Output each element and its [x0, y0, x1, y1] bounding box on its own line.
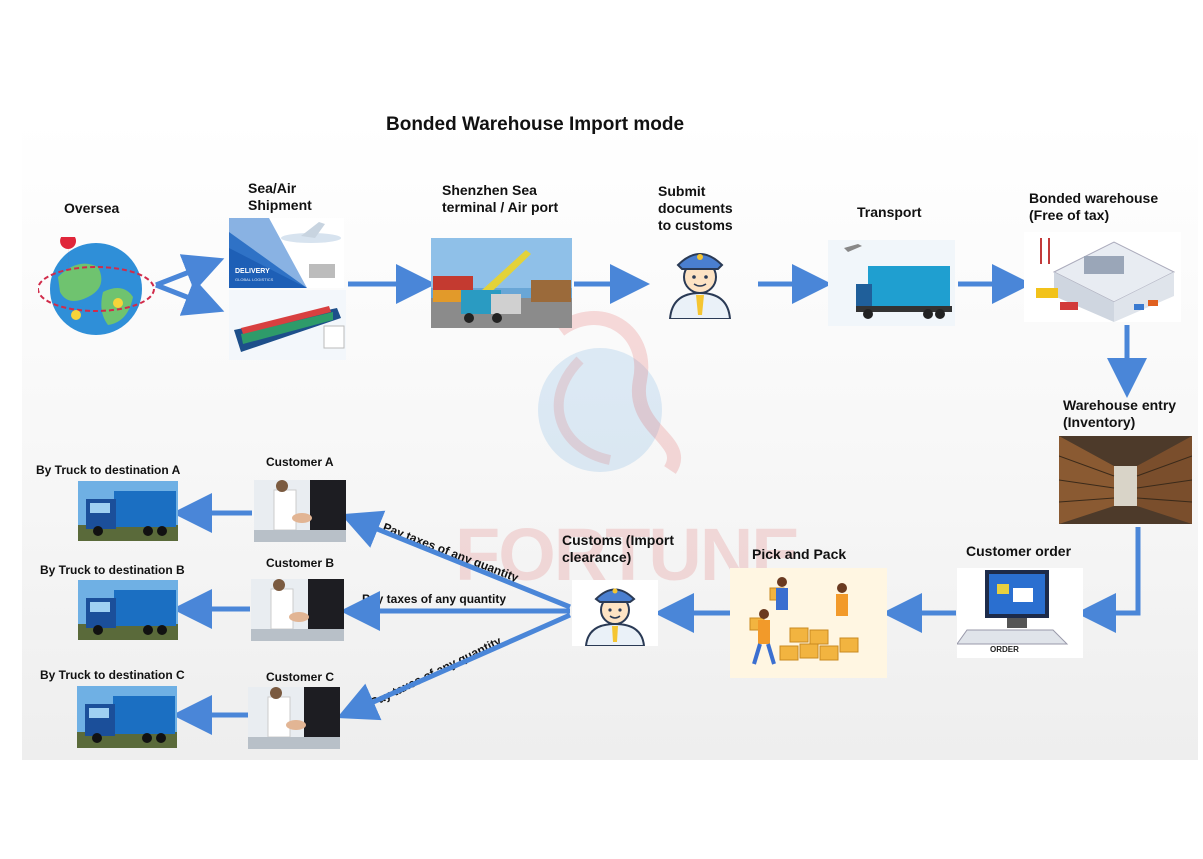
customer-c-image	[248, 687, 340, 749]
port-crane-icon	[431, 238, 572, 328]
label-customs-line1: Customs (Import	[562, 532, 674, 548]
order-text: ORDER	[990, 645, 1019, 654]
label-submit-line1: Submit	[658, 183, 706, 199]
label-truck-b: By Truck to destination B	[40, 563, 185, 577]
computer-icon	[957, 570, 1069, 645]
label-entry-line2: (Inventory)	[1063, 414, 1136, 430]
airplane-icon	[229, 218, 341, 288]
handshake-icon-c	[248, 687, 340, 749]
workers-boxes-icon	[749, 577, 859, 665]
customer-order-image: ORDER	[957, 568, 1083, 658]
warehouse-inventory-image	[1059, 436, 1192, 524]
page-title: Bonded Warehouse Import mode	[386, 114, 685, 135]
shelves-icon	[1059, 436, 1192, 524]
warehouse-building-icon	[1036, 238, 1176, 322]
label-shenzhen-line2: terminal / Air port	[442, 199, 559, 215]
terminal-port-image	[431, 238, 572, 328]
label-bonded-free-of-tax: (Free of tax)	[1029, 207, 1110, 223]
sea-shipment-image	[229, 290, 346, 360]
truck-a-image	[78, 481, 178, 541]
label-customer-b: Customer B	[266, 556, 335, 570]
air-shipment-image: DELIVERY GLOBAL LOGISTICS	[229, 218, 344, 288]
officer-icon-2	[584, 588, 646, 646]
truck-c-image	[77, 686, 177, 748]
logistics-text: GLOBAL LOGISTICS	[235, 277, 274, 282]
delivery-text: DELIVERY	[235, 268, 270, 275]
truck-a-icon	[78, 491, 178, 541]
arrow-customs-customer-c	[336, 612, 572, 721]
truck-b-icon	[78, 590, 178, 640]
truck-c-icon	[77, 696, 177, 748]
truck-b-image	[78, 580, 178, 640]
label-customs-line2: clearance)	[562, 549, 632, 565]
customs-officer-image-top	[662, 243, 738, 319]
cargo-ship-icon	[234, 306, 345, 352]
officer-icon	[668, 253, 732, 319]
transport-truck-image	[828, 240, 955, 326]
label-warehouse-entry: Warehouse entry (Inventory)	[1063, 397, 1176, 431]
label-truck-c: By Truck to destination C	[40, 668, 185, 682]
customer-b-image	[251, 579, 344, 641]
label-sea-air-line1: Sea/Air	[248, 180, 297, 196]
label-customer-c: Customer C	[266, 670, 335, 684]
label-sea-air: Sea/Air Shipment	[248, 180, 312, 214]
label-customer-a: Customer A	[266, 455, 334, 469]
label-submit: Submit documents to customs	[658, 183, 733, 234]
label-transport: Transport	[857, 204, 922, 220]
arrow-customs-customer-a	[340, 510, 571, 610]
customer-a-image	[254, 480, 346, 542]
arrow-oversea-air	[155, 278, 225, 316]
truck-icon	[844, 244, 952, 319]
bonded-warehouse-image	[1024, 232, 1181, 322]
label-pay-taxes-b: Pay taxes of any quantity	[362, 592, 507, 606]
label-truck-a: By Truck to destination A	[36, 463, 181, 477]
label-bonded: Bonded warehouse (Free of tax)	[1029, 190, 1158, 224]
label-shenzhen-line1: Shenzhen Sea	[442, 182, 537, 198]
label-submit-line2: documents	[658, 200, 733, 216]
handshake-icon-b	[251, 579, 344, 641]
handshake-icon	[254, 480, 346, 542]
label-sea-air-line2: Shipment	[248, 197, 312, 213]
pick-pack-image	[730, 568, 887, 678]
label-pick-pack: Pick and Pack	[752, 546, 847, 562]
label-bonded-line1: Bonded warehouse	[1029, 190, 1159, 206]
label-submit-line3: to customs	[658, 217, 733, 233]
globe-icon	[38, 237, 155, 335]
label-customer-order: Customer order	[966, 543, 1072, 559]
label-shenzhen: Shenzhen Sea terminal / Air port	[442, 182, 558, 216]
arrow-entry-order	[1076, 527, 1141, 633]
label-entry-line1: Warehouse entry	[1063, 397, 1177, 413]
customs-officer-image-bottom	[572, 580, 658, 646]
globe-illustration	[38, 237, 158, 337]
label-oversea: Oversea	[64, 200, 120, 216]
arrow-oversea-sea	[155, 254, 225, 292]
label-customs: Customs (Import clearance)	[562, 532, 674, 566]
